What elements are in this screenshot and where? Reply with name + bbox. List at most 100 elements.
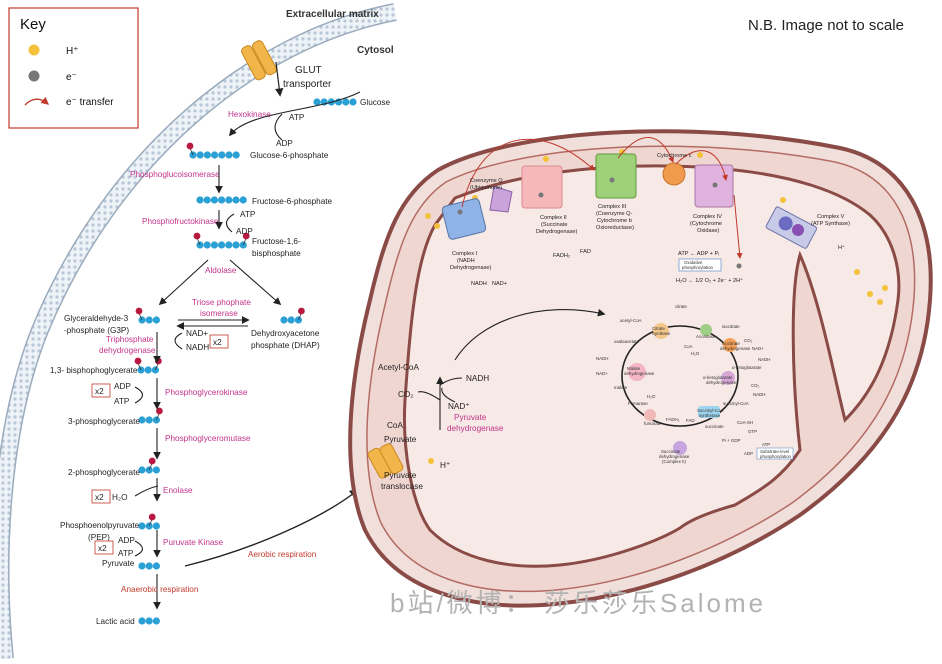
citrate-synthase-icon <box>653 323 669 339</box>
pdh-enzyme-2: dehydrogenase <box>447 424 504 433</box>
k-aconitase: Aconitase <box>696 334 716 339</box>
complex-iii-line-2: (Coenzyme Q- <box>596 211 633 217</box>
cof-h2o: H₂O <box>112 493 127 502</box>
metabolite-dhap-1: Dehydroxyacetone <box>251 329 320 338</box>
complex-ii-line-2: (Succinate <box>541 222 567 228</box>
carbon-bead <box>138 562 146 570</box>
proton-dot-icon <box>28 44 40 56</box>
phosphate-bead <box>148 513 156 521</box>
metabolite-lactic-acid: Lactic acid <box>96 617 135 626</box>
cof-atp-4: ATP <box>118 549 134 558</box>
complex-ii-icon <box>521 165 563 209</box>
sdh-icon <box>673 441 687 455</box>
complex-iii-icon <box>595 153 637 199</box>
region-extracellular: Extracellular matrix <box>286 9 379 20</box>
complex-iv-line-3: Oxidase) <box>697 228 720 234</box>
carbon-bead <box>138 617 146 625</box>
complex-i-line-2: (NADH <box>457 258 475 264</box>
chain-g6p <box>186 142 240 159</box>
k-fad: FAD <box>686 418 695 423</box>
pdh-acetyl-coa: Acetyl-CoA <box>378 363 419 372</box>
k-coash: CoA-SH <box>737 420 753 425</box>
cof-nad: NAD+ <box>186 329 208 338</box>
chain-2pg <box>138 457 160 474</box>
pdh-labels: CoA Pyruvate Pyruvate dehydrogenase CO₂ … <box>378 363 504 444</box>
k-co2-1: CO₂ <box>744 338 753 343</box>
chain-dhap <box>280 307 305 324</box>
k-oxaloacetate: oxaloacetate <box>614 339 639 344</box>
k-scs-2: synthetase <box>699 413 721 418</box>
phosphate-bead <box>135 307 143 315</box>
carbon-bead <box>218 151 226 159</box>
x2-box-2 <box>91 383 111 398</box>
glut-label-2: transporter <box>283 79 332 90</box>
carbon-bead <box>211 151 219 159</box>
chain-pep <box>138 513 160 530</box>
enzyme-pgk: Phosphoglycerokinase <box>165 388 248 397</box>
k-nadh-2: NADH <box>753 392 765 397</box>
cof-atp-2: ATP <box>240 210 256 219</box>
carbon-bead <box>145 466 153 474</box>
key-title: Key <box>20 16 46 33</box>
etc-fadh2: FADH₂ <box>553 253 570 259</box>
k-slp-1: Substrate-level <box>760 449 789 454</box>
k-fumarase: Fumarase <box>628 401 648 406</box>
path-aerobic: Aerobic respiration <box>248 550 317 559</box>
complex-ii-line-1: Complex II <box>540 215 567 221</box>
malate-dh-icon <box>628 363 646 381</box>
glycolysis-enzymes: Hexokinase Phosphoglucoisomerase Phospho… <box>99 110 271 547</box>
aconitase-icon <box>700 324 712 336</box>
carbon-bead <box>210 196 218 204</box>
complex-iii-line-4: Oxioreductase) <box>596 225 634 231</box>
key-box: Key H⁺ e⁻ e⁻ transfer <box>8 7 139 129</box>
k-nadh-1: NADH <box>758 357 770 362</box>
carbon-bead <box>342 98 350 106</box>
k-idh-2: dehydrogenase <box>720 346 751 351</box>
metabolite-2pg: 2-phosphoglycerate <box>68 468 140 477</box>
k-succinate: succinate <box>705 424 724 429</box>
k-atp: ATP <box>762 442 770 447</box>
k-nadp-3: NAD+ <box>596 371 608 376</box>
fumarase-icon <box>644 409 656 421</box>
carbon-bead <box>239 196 247 204</box>
metabolite-pep-2: (PEP) <box>88 533 110 542</box>
phosphate-bead <box>242 232 250 240</box>
complex-iii-line-1: Complex III <box>598 204 627 210</box>
complex-i-line-1: Complex I <box>452 251 478 257</box>
coq-line-1: Coenzyme Q <box>470 178 503 184</box>
phosphate-bead <box>134 357 142 365</box>
carbon-bead <box>138 416 146 424</box>
oxphos-line-1: Oxidative <box>684 260 703 265</box>
akg-dh-icon <box>721 371 735 385</box>
etc-water-line: H₂O ← 1/2 O₂ + 2e⁻ + 2H⁺ <box>676 277 743 284</box>
chain-g3p <box>135 307 160 324</box>
glut-label-1: GLUT <box>295 65 322 76</box>
k-slp-2: phosphorylation <box>760 454 792 459</box>
phosphate-bead <box>155 357 162 365</box>
chain-f6p <box>196 196 247 204</box>
metabolite-g6p: Glucose-6-phosphate <box>250 151 329 160</box>
proton-dots <box>425 149 888 464</box>
carbon-bead <box>313 98 321 106</box>
chain-13bpg <box>134 357 162 374</box>
complex-v-line-2: (ATP Synthase) <box>811 221 850 227</box>
curved-red-arrow-icon <box>24 96 49 106</box>
x2-box-4 <box>94 540 114 555</box>
carbon-bead <box>349 98 357 106</box>
metabolite-f16bp-1: Fructose-1,6- <box>252 237 301 246</box>
phosphate-bead <box>156 407 163 415</box>
etc-hplus: H⁺ <box>838 244 845 251</box>
oxphos-line-2: phosphorylation <box>682 265 714 270</box>
cof-adp-2: ADP <box>236 227 253 236</box>
carbon-bead <box>232 196 240 204</box>
complex-i-line-3: Dehydrogenase) <box>450 265 491 271</box>
glut-transporter-icon <box>241 40 277 81</box>
k-co2-2: CO₂ <box>751 383 760 388</box>
k-scs-1: Succinyl-CoA <box>697 408 723 413</box>
k-isocitrate: isocitrate <box>722 324 740 329</box>
carbon-bead <box>145 617 153 625</box>
pdh-co2: CO₂ <box>398 390 413 399</box>
enzyme-tpd-2: dehydrogenase <box>99 346 156 355</box>
etc-atp-line: ATP ← ADP + Pᵢ <box>678 251 719 257</box>
path-anaerobic: Anaerobic respiration <box>121 585 199 594</box>
